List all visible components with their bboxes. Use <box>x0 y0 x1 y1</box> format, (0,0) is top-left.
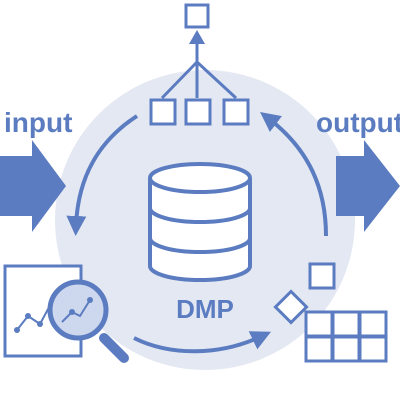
database-icon <box>148 162 252 282</box>
hierarchy-icon <box>149 3 250 126</box>
magnifier-icon <box>47 279 129 363</box>
flow-arrow-bottom <box>133 331 272 354</box>
output-arrow-icon <box>336 140 400 232</box>
output-label: output <box>316 107 400 138</box>
cube-icon <box>308 262 336 290</box>
tilted-cube-icon <box>273 289 309 325</box>
flow-arrow-right <box>260 111 328 237</box>
input-arrow-icon <box>0 140 66 232</box>
center-label: DMP <box>176 294 234 324</box>
input-label: input <box>4 107 72 138</box>
flow-arrow-left <box>66 114 139 236</box>
grid-table-icon <box>304 310 388 363</box>
